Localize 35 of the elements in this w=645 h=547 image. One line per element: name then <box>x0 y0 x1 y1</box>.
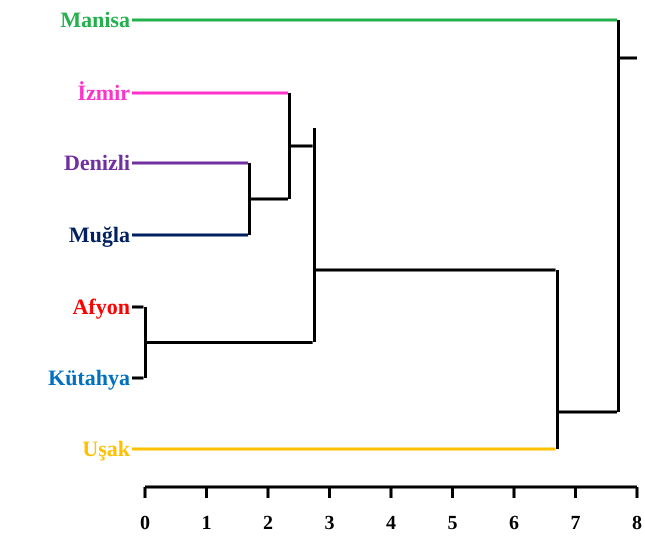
leaf-label: Uşak <box>82 436 130 462</box>
dendrogram-branch <box>132 18 618 22</box>
tick-label: 0 <box>139 512 151 534</box>
tick-label: 6 <box>508 512 520 534</box>
tick-label: 8 <box>631 512 643 534</box>
tick-label: 7 <box>570 512 582 534</box>
leaf-label: Manisa <box>60 7 130 33</box>
root-stub <box>620 56 637 60</box>
leaf-label: Kütahya <box>48 365 130 391</box>
dendrogram-branch <box>132 162 248 164</box>
dendrogram-branch <box>291 144 313 148</box>
tick-label: 5 <box>446 512 458 534</box>
tick-label: 2 <box>262 512 274 534</box>
dendrogram-link <box>312 128 316 342</box>
dendrogram-link <box>556 270 559 449</box>
leaf-label: İzmir <box>77 80 130 106</box>
leaf-label: Afyon <box>72 294 130 320</box>
tick-label: 3 <box>324 512 336 534</box>
tick-label: 1 <box>200 512 212 534</box>
tick-label: 4 <box>385 512 397 534</box>
dendrogram-link <box>617 20 620 412</box>
dendrogram-branch <box>132 376 144 380</box>
dendrogram-link <box>248 163 252 235</box>
dendrogram-branch <box>558 410 618 414</box>
leaf-label: Muğla <box>68 222 130 248</box>
dendrogram-branch <box>132 448 556 450</box>
dendrogram-branch <box>251 198 288 200</box>
dendrogram-link <box>144 307 146 378</box>
dendrogram-branch <box>146 341 313 344</box>
dendrogram-branch <box>316 268 556 272</box>
dendrogram-link <box>288 93 292 199</box>
dendrogram-branch <box>132 306 144 308</box>
leaf-label: Denizli <box>64 150 130 176</box>
dendrogram-branch <box>132 234 248 236</box>
dendrogram-branch <box>132 92 288 94</box>
